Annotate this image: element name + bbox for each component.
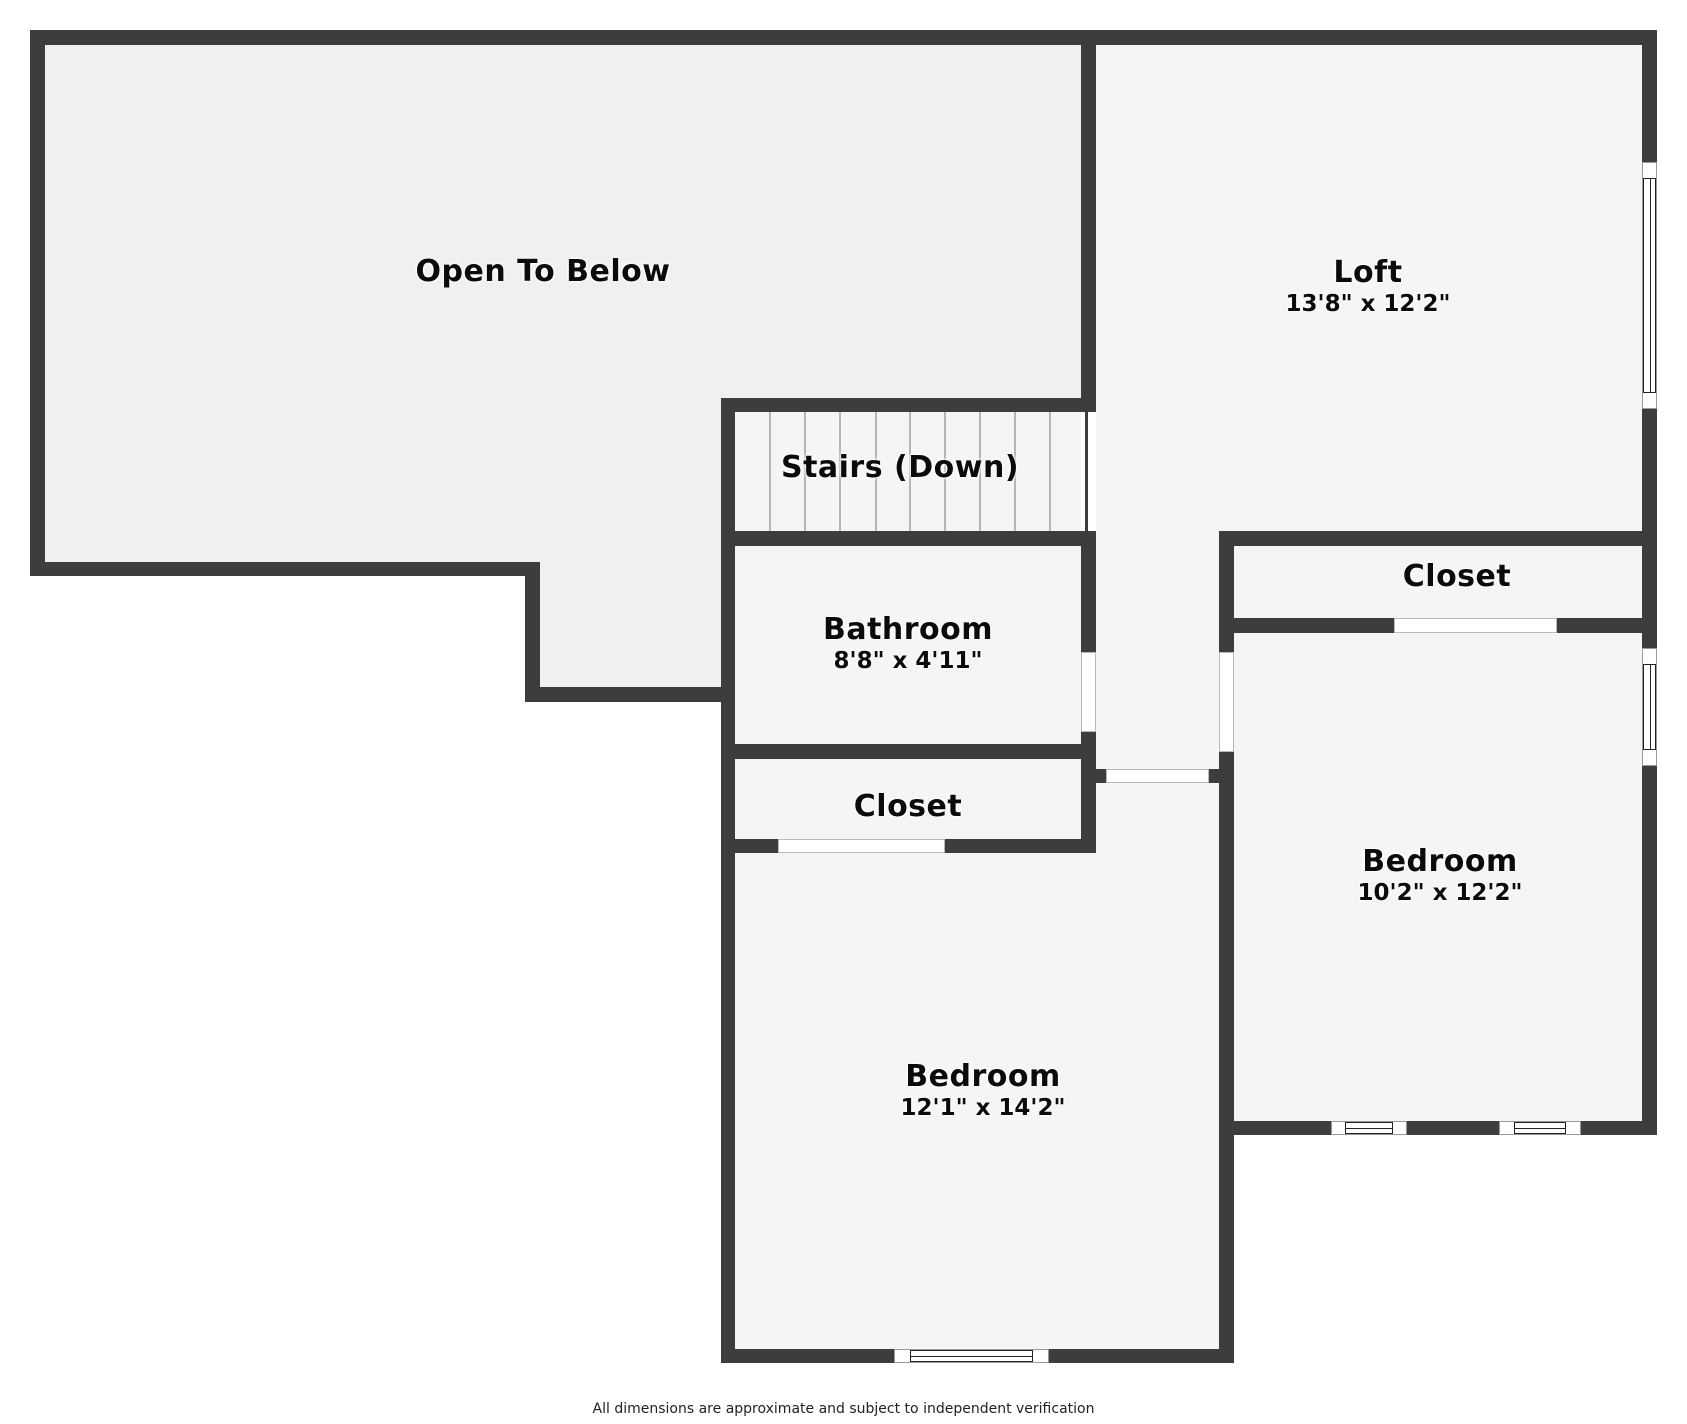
closet-b-area [1234, 546, 1642, 618]
wall-left [30, 30, 45, 576]
wall-closet-a-bottom-left [721, 839, 778, 853]
stair-tread [944, 412, 946, 532]
wall-bath-closet [721, 744, 1096, 759]
stairs-area [735, 412, 1081, 532]
loft-window [1642, 162, 1657, 409]
stair-tread [1049, 412, 1051, 532]
room-name: Bedroom [1362, 844, 1518, 879]
wall-bath-top [721, 531, 1096, 546]
wall-open-step [525, 562, 540, 702]
room-name: Closet [1402, 559, 1512, 594]
wall-bath-right-lower [1081, 732, 1096, 853]
loft-label: Loft 13'8" x 12'2" [1286, 256, 1451, 318]
bedroom-a-door[interactable] [1106, 769, 1209, 783]
open-to-below-label: Open To Below [416, 255, 671, 289]
wall-stairs-top [721, 398, 1096, 412]
stair-tread [839, 412, 841, 532]
open-to-below-area-lower [540, 560, 721, 687]
stair-tread [909, 412, 911, 532]
bathroom-door[interactable] [1081, 652, 1096, 732]
closet-b-label: Closet [1403, 560, 1511, 594]
wall-east-column-lower [1219, 752, 1234, 1363]
wall-bath-right-upper [1081, 531, 1096, 652]
bedroom-b-label: Bedroom 10'2" x 12'2" [1358, 845, 1523, 907]
room-name: Bathroom [822, 612, 994, 647]
bedroom-a-label: Bedroom 12'1" x 14'2" [901, 1060, 1066, 1122]
wall-closet-b-top [1219, 531, 1657, 546]
wall-top [30, 30, 1657, 45]
stair-tread [804, 412, 806, 532]
closet-a-label: Closet [854, 790, 962, 824]
stair-tread [1014, 412, 1016, 532]
room-name: Stairs (Down) [780, 450, 1020, 485]
bathroom-area [735, 546, 1081, 744]
room-name: Bedroom [905, 1059, 1061, 1094]
disclaimer-text: All dimensions are approximate and subje… [592, 1401, 1095, 1417]
bedroom-b-window-right [1499, 1121, 1581, 1135]
bedroom-a-window [894, 1349, 1049, 1363]
wall-open-lower [30, 562, 540, 576]
room-dimensions: 12'1" x 14'2" [900, 1095, 1066, 1121]
room-dimensions: 13'8" x 12'2" [1285, 291, 1451, 317]
stair-tread [769, 412, 771, 532]
wall-east-column-upper [1219, 531, 1234, 652]
wall-west-column [721, 398, 735, 1363]
room-dimensions: 8'8" x 4'11" [833, 648, 983, 674]
stairs-label: Stairs (Down) [781, 451, 1019, 485]
room-name: Open To Below [415, 254, 671, 289]
wall-open-step-bottom [525, 687, 735, 702]
bedroom-a-area [735, 783, 1219, 1349]
wall-bedroom-b-bottom [1219, 1121, 1657, 1135]
stair-tread [979, 412, 981, 532]
wall-hall-stub-right [1209, 769, 1219, 783]
bedroom-b-area [1234, 633, 1642, 1121]
hallway-area [1096, 412, 1219, 783]
stair-tread [875, 412, 877, 532]
room-name: Closet [853, 789, 963, 824]
bedroom-b-side-window [1642, 648, 1657, 766]
room-dimensions: 10'2" x 12'2" [1357, 880, 1523, 906]
wall-open-loft [1081, 30, 1096, 412]
bedroom-b-window-left [1331, 1121, 1407, 1135]
bedroom-b-door[interactable] [1219, 652, 1234, 752]
wall-closet-b-bottom-right [1557, 618, 1657, 633]
wall-closet-b-bottom-left [1219, 618, 1394, 633]
wall-hall-stub-left [1096, 769, 1106, 783]
bathroom-label: Bathroom 8'8" x 4'11" [823, 613, 993, 675]
stair-end-rail [1085, 412, 1088, 532]
room-name: Loft [1333, 255, 1403, 290]
wall-closet-a-bottom-right [945, 839, 1096, 853]
closet-a-door[interactable] [778, 839, 945, 853]
closet-b-door[interactable] [1394, 618, 1557, 633]
